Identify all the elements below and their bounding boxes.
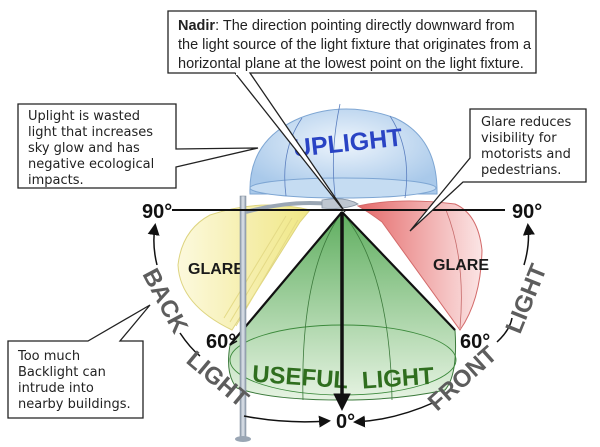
back-glare-label: GLARE — [188, 261, 244, 278]
uplight-callout-line: light that increases — [28, 125, 153, 140]
front-arc-connector — [496, 317, 513, 343]
front-glare-zone: GLARE — [356, 200, 489, 331]
back-arc-arrow-up — [147, 223, 160, 266]
uplight-callout: Uplight is wasted light that increases s… — [17, 103, 259, 189]
glare-callout-line: pedestrians. — [481, 163, 561, 178]
front-arc-arrow-bottom — [353, 401, 436, 428]
angle-bottom-0: 0° — [336, 411, 355, 433]
nadir-callout-line3: horizontal plane at the lowest point on … — [178, 56, 524, 72]
useful-label-word1: USEFUL — [251, 361, 349, 395]
uplight-callout-line: negative ecological — [28, 157, 154, 172]
glare-callout-line: visibility for — [481, 131, 557, 146]
nadir-callout-line2: the light source of the light fixture th… — [178, 37, 532, 53]
nadir-callout: Nadir: The direction pointing directly d… — [167, 10, 537, 213]
front-arc-arrow-up — [522, 223, 535, 266]
angle-right-60: 60° — [460, 331, 490, 353]
backlight-callout-line: Too much — [17, 349, 80, 364]
glare-callout-line: motorists and — [481, 147, 571, 162]
arc-label-front-light: LIGHT — [501, 260, 553, 337]
angle-left-60: 60° — [206, 331, 236, 353]
nadir-term: Nadir — [178, 18, 215, 34]
backlight-callout-line: intrude into — [18, 381, 94, 396]
backlight-callout-line: Backlight can — [18, 365, 106, 380]
backlight-callout-line: nearby buildings. — [18, 397, 131, 412]
back-arc-connector — [179, 332, 201, 357]
uplight-callout-line: sky glow and has — [28, 141, 140, 156]
back-arc-arrow-bottom — [243, 415, 331, 428]
useful-label-word2: LIGHT — [361, 363, 435, 395]
backlight-callout: Too much Backlight can intrude into near… — [7, 304, 151, 419]
uplight-callout-line: Uplight is wasted — [28, 109, 140, 124]
glare-callout-line: Glare reduces — [481, 115, 572, 130]
uplight-dome: UPLIGHT — [249, 103, 438, 199]
uplight-callout-line: impacts. — [28, 173, 84, 188]
angle-left-90: 90° — [142, 201, 172, 223]
nadir-callout-line1: Nadir: The direction pointing directly d… — [178, 18, 515, 34]
glare-callout: Glare reduces visibility for motorists a… — [409, 108, 587, 232]
angle-right-90: 90° — [512, 201, 542, 223]
front-glare-label: GLARE — [433, 257, 489, 274]
